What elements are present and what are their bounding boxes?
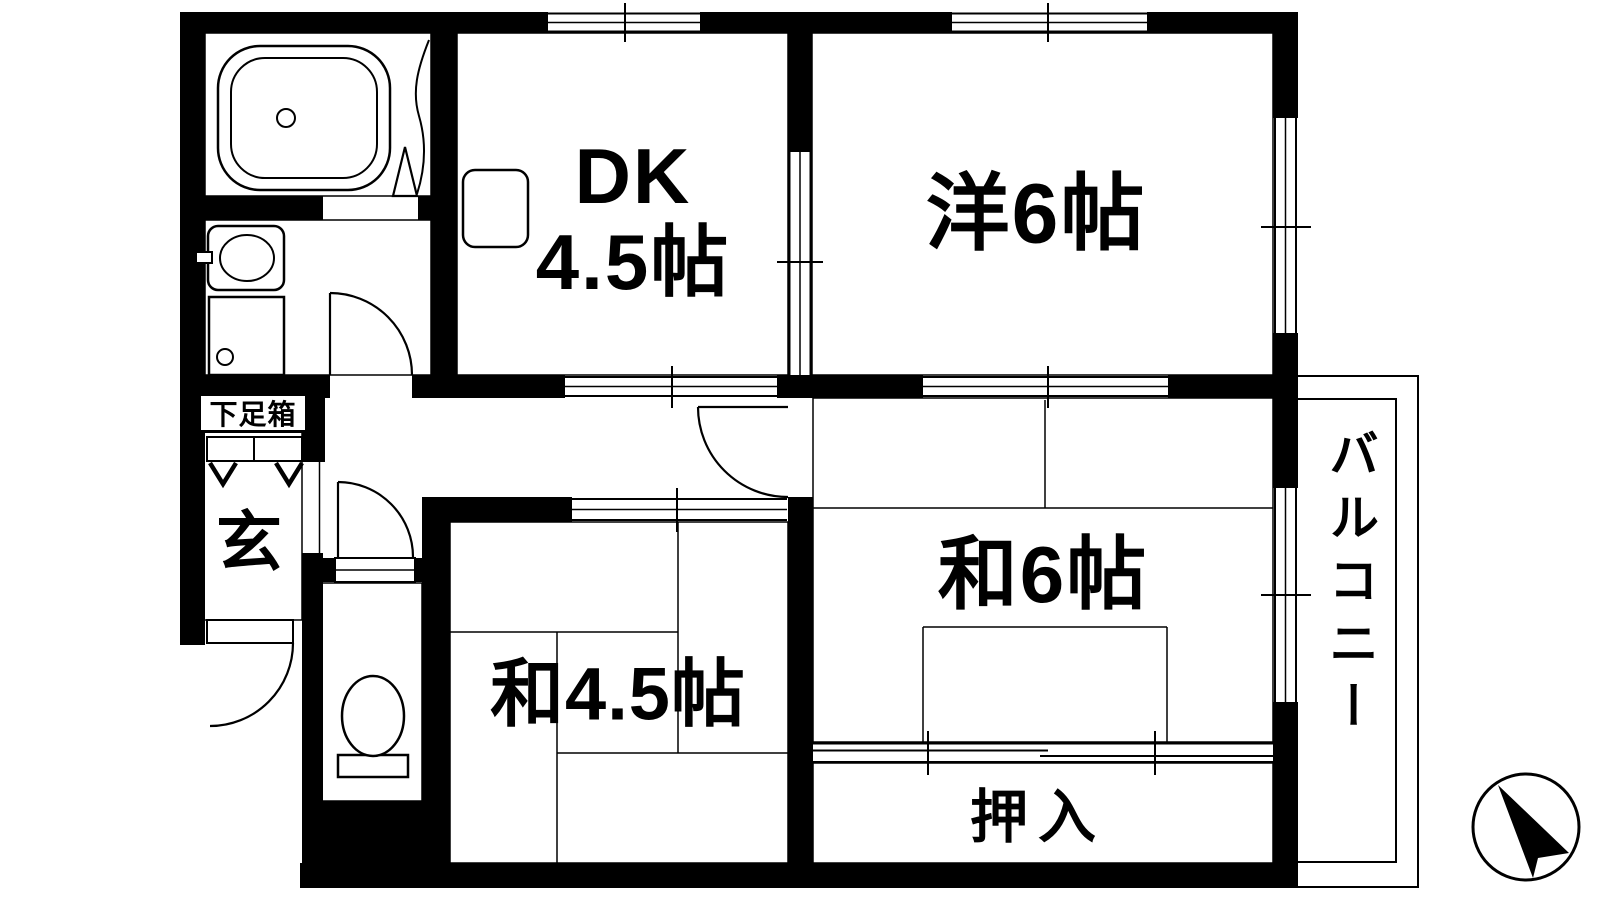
window-dk-top (548, 3, 700, 42)
sliding-door-japanese45-top (572, 488, 787, 532)
toilet-door-frame (334, 557, 416, 583)
shoe-box-label: 下足箱 (198, 393, 308, 433)
compass-icon (1471, 772, 1581, 882)
balcony-outline (1298, 375, 1419, 888)
sliding-door-dk-bottom (565, 366, 777, 408)
door-symbols (206, 146, 789, 728)
washing-machine-pan (207, 295, 286, 377)
room-label-entrance: 玄 (216, 505, 282, 579)
room-label-closet: 押入 (969, 785, 1107, 850)
wash-basin (195, 224, 286, 292)
room-label-japanese45: 和4.5帖 (490, 652, 746, 736)
toilet-door (336, 480, 415, 558)
room-label-dk-line2: 4.5帖 (535, 218, 731, 306)
bathtub (216, 39, 430, 195)
window-dk-western-partition (777, 152, 823, 375)
sliding-door-closet (813, 731, 1273, 775)
entrance-door (206, 619, 295, 728)
sliding-door-japanese6-top (923, 366, 1168, 408)
tatami-lines-japanese6 (813, 400, 1273, 742)
room-label-western: 洋6帖 (925, 166, 1147, 261)
fixtures (195, 39, 530, 779)
washroom-door (328, 291, 414, 376)
shoe-cabinet (206, 436, 304, 489)
toilet (336, 674, 410, 779)
room-label-japanese6: 和6帖 (937, 530, 1149, 619)
window-western-top (952, 3, 1147, 42)
hall-japanese6-door (696, 405, 789, 499)
bath-door (391, 146, 419, 198)
window-balcony-door (1261, 488, 1311, 702)
kitchen-sink (461, 168, 530, 249)
window-western-right (1261, 118, 1311, 333)
tatami-lines-japanese45 (450, 522, 788, 863)
room-label-dk: DK 4.5帖 (535, 132, 731, 306)
wall-segments (180, 12, 1298, 888)
room-label-dk-line1: DK (574, 132, 692, 221)
room-label-balcony: バルコニー (1322, 428, 1378, 743)
window-symbols (318, 3, 1311, 775)
